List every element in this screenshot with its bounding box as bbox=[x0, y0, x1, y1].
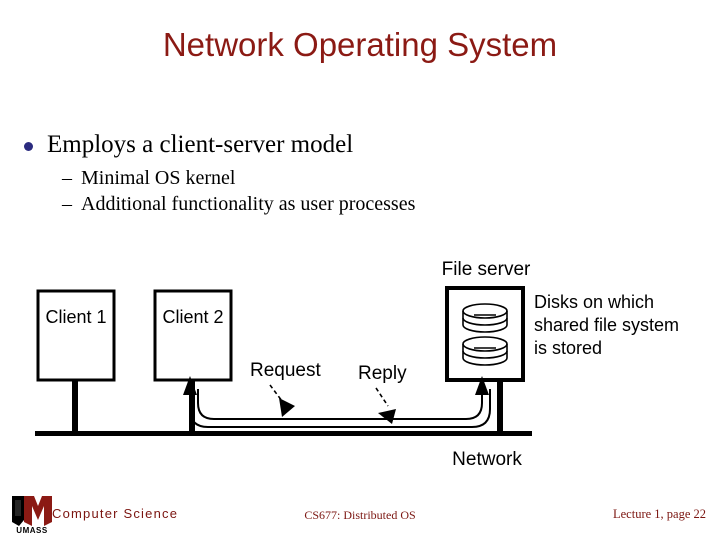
footer-course: CS677: Distributed OS bbox=[304, 508, 416, 522]
footer-page-number: Lecture 1, page 22 bbox=[612, 507, 706, 521]
bullet-dot-icon bbox=[24, 142, 33, 151]
reply-label: Reply bbox=[358, 363, 407, 384]
bullet-list: Employs a client-server model – Minimal … bbox=[24, 131, 644, 218]
bullet-item-level2: – Additional functionality as user proce… bbox=[62, 192, 644, 216]
request-leader-arrowhead bbox=[279, 398, 295, 417]
disks-annotation-line3: is stored bbox=[534, 338, 602, 358]
reply-leader-arrowhead bbox=[378, 409, 396, 424]
logo-wordmark: UMASS bbox=[16, 526, 48, 534]
slide-footer: UMASS Computer Science CS677: Distribute… bbox=[0, 490, 720, 540]
disk-stack-icon bbox=[462, 336, 508, 366]
bullet-item-level1: Employs a client-server model bbox=[24, 131, 644, 160]
client1-stem bbox=[72, 380, 78, 434]
reply-leader-line bbox=[375, 387, 389, 407]
request-arrowhead bbox=[475, 376, 489, 395]
dash-marker-icon: – bbox=[62, 166, 72, 189]
bullet-text: Employs a client-server model bbox=[47, 131, 354, 158]
bullet-item-level2: – Minimal OS kernel bbox=[62, 166, 644, 190]
logo-shape-left bbox=[12, 496, 24, 526]
network-bus bbox=[35, 431, 532, 436]
request-label: Request bbox=[250, 360, 321, 381]
disks-annotation-line2: shared file system bbox=[534, 315, 679, 335]
client1-label: Client 1 bbox=[45, 307, 106, 327]
request-leader-line bbox=[269, 384, 283, 402]
client1-box bbox=[36, 289, 116, 382]
bullet-text: Additional functionality as user process… bbox=[81, 192, 416, 215]
network-os-diagram: File server Client 1 Client 2 bbox=[0, 243, 720, 478]
logo-shape-m bbox=[24, 496, 52, 526]
disks-annotation-line1: Disks on which bbox=[534, 292, 654, 312]
bullet-text: Minimal OS kernel bbox=[81, 166, 236, 189]
file-server-label: File server bbox=[442, 259, 531, 280]
page-title: Network Operating System bbox=[162, 26, 558, 63]
dash-marker-icon: – bbox=[62, 192, 72, 215]
reply-arrowhead bbox=[183, 376, 197, 395]
request-flow-path bbox=[197, 389, 483, 420]
disk-stack-icon bbox=[462, 303, 508, 333]
footer-department: Computer Science bbox=[52, 506, 179, 521]
client2-stem bbox=[189, 380, 195, 434]
umass-logo: UMASS bbox=[10, 492, 56, 535]
reply-flow-path bbox=[189, 389, 491, 428]
file-server-box bbox=[445, 286, 525, 382]
file-server-stem bbox=[497, 380, 503, 434]
client2-label: Client 2 bbox=[162, 307, 223, 327]
network-label: Network bbox=[452, 449, 522, 470]
logo-shape-highlight bbox=[15, 500, 21, 516]
client2-box bbox=[153, 289, 233, 382]
